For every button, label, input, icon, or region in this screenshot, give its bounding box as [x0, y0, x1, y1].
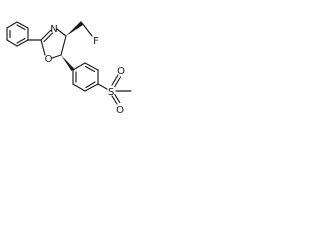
oxygen-atom-label: O [45, 54, 53, 65]
sulfonyl-group [111, 74, 132, 105]
sulfonyl-oxygen-top-label: O [117, 66, 125, 77]
phenyl-ring [6, 21, 29, 47]
sulfonyl-oxygen-bottom-label: O [116, 105, 124, 116]
stereo-wedge-aryl [61, 55, 75, 71]
oxazoline-ring [27, 28, 67, 59]
sulfonylphenyl-ring [72, 62, 108, 92]
sulfur-atom-label: S [108, 87, 114, 98]
fluorine-atom-label: F [93, 36, 99, 47]
fluoromethyl-group [66, 21, 93, 37]
nitrogen-atom-label: N [50, 24, 57, 35]
molecule-structure: N O F S O O [6, 21, 132, 116]
